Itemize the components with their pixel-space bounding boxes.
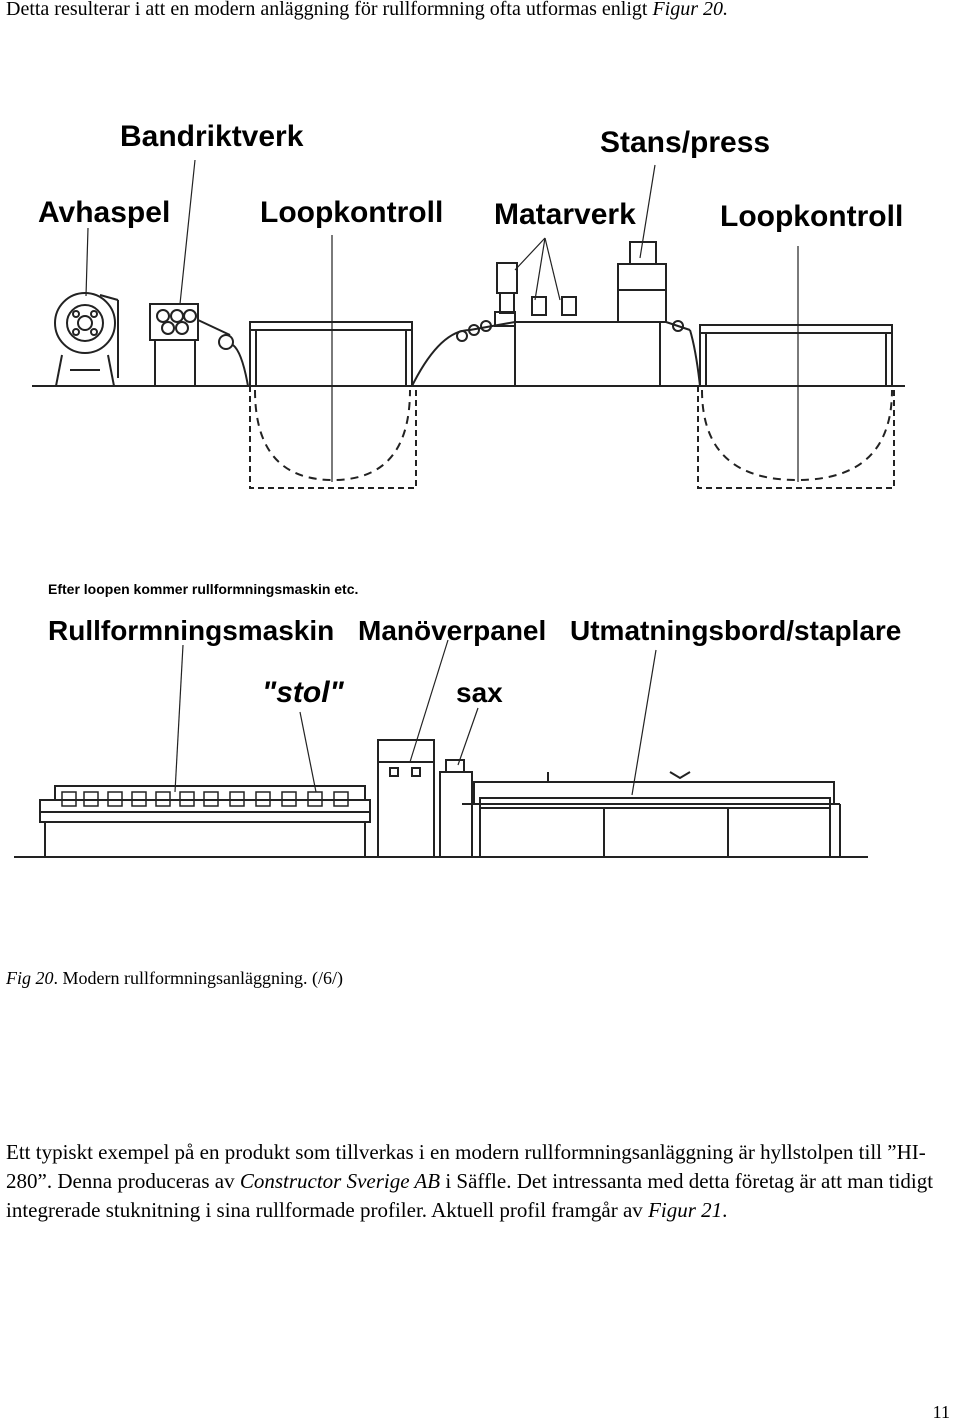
page-number: 11 <box>932 1402 950 1422</box>
label-loopkontroll-2: Loopkontroll <box>720 200 903 233</box>
loopkontroll-2-frame <box>697 246 895 489</box>
label-stol: "stol" <box>262 676 345 709</box>
bottom-note: Efter loopen kommer rullformningsmaskin … <box>48 581 358 597</box>
caption-fig-label: Fig 20 <box>6 968 54 988</box>
avhaspel-machine <box>54 292 119 387</box>
paragraph-company: Constructor Sverige AB <box>239 1169 441 1193</box>
loopkontroll-1-frame <box>249 235 417 489</box>
paragraph-part-2: i Säffle. Det intressanta med detta före… <box>6 1169 934 1222</box>
manoverpanel-machine <box>377 639 449 858</box>
label-utmatningsbord: Utmatningsbord/staplare <box>570 615 901 646</box>
body-paragraph: Ett typiskt exempel på en produkt som ti… <box>6 1138 936 1225</box>
label-manoverpanel: Manöverpanel <box>358 615 546 646</box>
label-rullformningsmaskin: Rullformningsmaskin <box>48 615 334 646</box>
intro-line: Detta resulterar i att en modern anläggn… <box>6 0 728 21</box>
utmatningsbord-machine <box>462 649 841 857</box>
label-avhaspel: Avhaspel <box>38 196 170 229</box>
label-bandriktverk: Bandriktverk <box>120 120 304 153</box>
sax-machine <box>439 707 479 858</box>
caption-text: . Modern rullformningsanläggning. (/6/) <box>53 968 343 988</box>
label-matarverk: Matarverk <box>494 198 636 231</box>
intro-figure-ref: Figur 20. <box>652 0 729 20</box>
figure-caption: Fig 20. Modern rullformningsanläggning. … <box>6 968 343 989</box>
paragraph-end: . <box>722 1198 728 1222</box>
bandriktverk-machine <box>149 303 249 387</box>
paragraph-part-1: Ett typiskt exempel på en produkt som ti… <box>6 1140 926 1193</box>
paragraph-figure-ref: Figur 21 <box>648 1198 723 1222</box>
intro-text: Detta resulterar i att en modern anläggn… <box>6 0 653 20</box>
figure-20-diagram: Bandriktverk Avhaspel Loopkontroll Stans… <box>14 120 905 858</box>
rullformningsmaskin-machine <box>39 644 371 857</box>
matarverk-stans-machine <box>494 164 701 387</box>
label-sax: sax <box>456 677 503 708</box>
label-stans-press: Stans/press <box>600 126 770 159</box>
label-loopkontroll-1: Loopkontroll <box>260 196 443 229</box>
